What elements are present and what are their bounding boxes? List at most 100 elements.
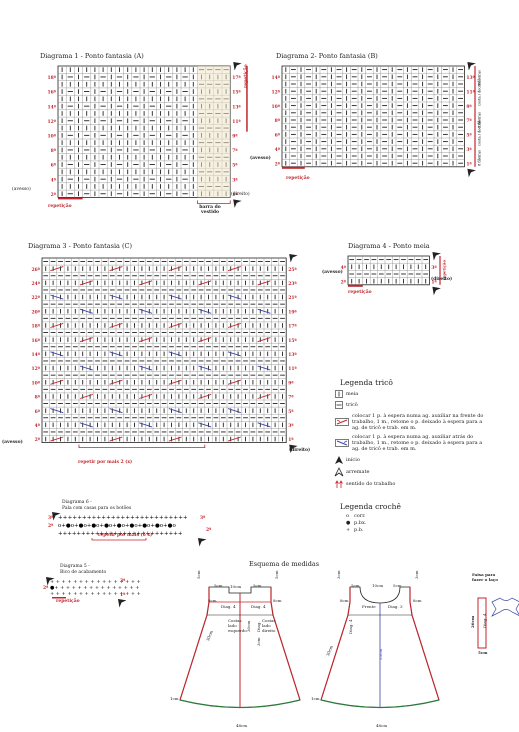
start-arrow-icon [432,286,441,296]
cable-cross-back [198,422,212,428]
esquema-title: Esquema de medidas [249,560,320,568]
stitch-row: + + + + + + + + + + + + + + + + [50,579,141,585]
side-label: repetição [441,260,446,280]
legend-item-trico: tricô [335,401,485,409]
cable-cross-front [198,337,212,343]
stitch-row: +++++++++++++++++++++++++++ [58,531,183,537]
cable-cross-front [227,379,241,385]
cable-cross-back [50,408,64,414]
diagram-6-repeat: repetir por mais (6 x) [98,533,153,538]
row-label-right: 2ª [206,527,212,533]
side-bracket [474,66,476,167]
back-shoulder-left: 5cm [214,583,223,588]
row-label-left: 14ª [272,75,281,81]
side-label: 8 fileiras [477,70,481,86]
row-label-left: 4ª [35,423,41,429]
row-label-left: 12ª [32,366,41,372]
back-top: 10cm [230,584,242,589]
legend-item-arremate: arremate [334,467,485,477]
row-label-right: 5ª [466,133,472,139]
row-label-right: 11ª [466,89,475,95]
tie-height: 20cm [470,615,475,628]
front-center: 35cm [378,648,383,660]
diagram-5-repeticao: repetição [56,599,80,604]
diagram-1-title: Diagrama 1 - Ponto fantasia (A) [40,52,144,60]
meia-symbol-icon [335,390,343,398]
diagram-5-subtitle: Bico de acabamento [60,570,107,575]
front-diag-left: Diag. 4 [348,619,353,634]
diagram-3-repeat: repetir por mais 2 (x) [78,460,133,465]
bind-off-icon [334,467,344,477]
row-label-right: 7ª [466,118,472,124]
side-label: costa / decote [477,81,481,106]
row-label-right: 1ª [431,279,437,285]
row-label-left: 12ª [272,89,281,95]
row-label-right: 1ª [466,161,472,167]
diagram-1-repeticao: repetição [48,204,72,209]
start-arrow-icon [335,456,343,464]
cable-cross-back [168,351,182,357]
front-left-h2: 8cm [340,598,349,603]
start-arrow-icon [233,199,242,208]
start-arrow-icon [46,577,55,586]
front-bottom: 48cm [376,723,388,728]
back-shoulder-right: 5cm [253,583,262,588]
cable-cross-back [79,422,93,428]
legend-item-cross-blue: colocar 1 p. à espera numa ag. auxiliar … [335,434,485,452]
row-label-right: 13ª [232,104,241,110]
diagram-3-grid: 26ª24ª22ª20ª18ª16ª14ª12ª10ª8ª6ª4ª2ª25ª23… [32,254,298,454]
back-side-right: 5cm [274,570,279,579]
legend-item-meia: meia [335,390,485,398]
front-top-2: 10cm [372,583,384,588]
back-side-left: 5cm [196,570,201,579]
row-label-left: 20ª [32,309,41,315]
front-frente: Frente [362,604,376,609]
legend-trico: meia tricô colocar 1 p. à espera numa ag… [334,390,485,491]
cable-cross-front [50,266,64,272]
back-diag-right: Diag. 4 [251,604,266,609]
row-label-right: 13ª [288,352,297,358]
cable-cross-front [227,322,241,328]
row-label-left: 14ª [32,352,41,358]
row-label-right: 15ª [288,338,297,344]
cable-cross-front [109,266,123,272]
cable-cross-back [198,365,212,371]
cable-cross-back [168,294,182,300]
row-label-left: 6ª [275,133,281,139]
cable-cross-front [168,266,182,272]
cable-cross-back [227,408,241,414]
row-label-left: 4ª [341,265,347,271]
row-label-right: 3ª [431,265,437,271]
front-top-3: 5cm [393,583,402,588]
cable-cross-front [109,436,123,442]
cable-cross-front [257,393,271,399]
row-label-right: 15ª [232,90,241,96]
cable-cross-front [79,280,93,286]
diagram-4-direito: (direito) [431,277,453,282]
cable-cross-front [139,280,153,286]
cable-cross-front [50,322,64,328]
repeticao-bracket [58,197,83,200]
cable-cross-front [50,379,64,385]
row-label-left: 2ª [275,161,281,167]
side-label: 8 fileiras [477,112,481,128]
cross-front-icon [335,418,349,426]
legend-trico-title: Legenda tricô [340,378,393,387]
repeticao-bracket [348,284,363,287]
barra-bracket [197,200,231,204]
stitch-row: +++++++++++++++++++++++++++ [58,515,188,521]
legend-croche-title: Legenda crochê [340,502,401,511]
stitch-row: o+●o+●o+●o+●o+●o+●o+●o+●o+●o [58,523,176,529]
cable-cross-back [257,308,271,314]
row-label-right: 17ª [232,75,241,81]
diagram-3-avesso: (avesso) [2,440,23,445]
repeat-bracket [78,444,206,448]
repeticao-bracket [282,166,305,169]
front-top-1: 5cm [351,583,360,588]
row-label-left: 18ª [32,324,41,330]
cable-cross-front [227,436,241,442]
row-label-right: 9ª [232,134,238,140]
row-label-right: 3ª [466,147,472,153]
row-label-left: 12ª [48,119,57,125]
